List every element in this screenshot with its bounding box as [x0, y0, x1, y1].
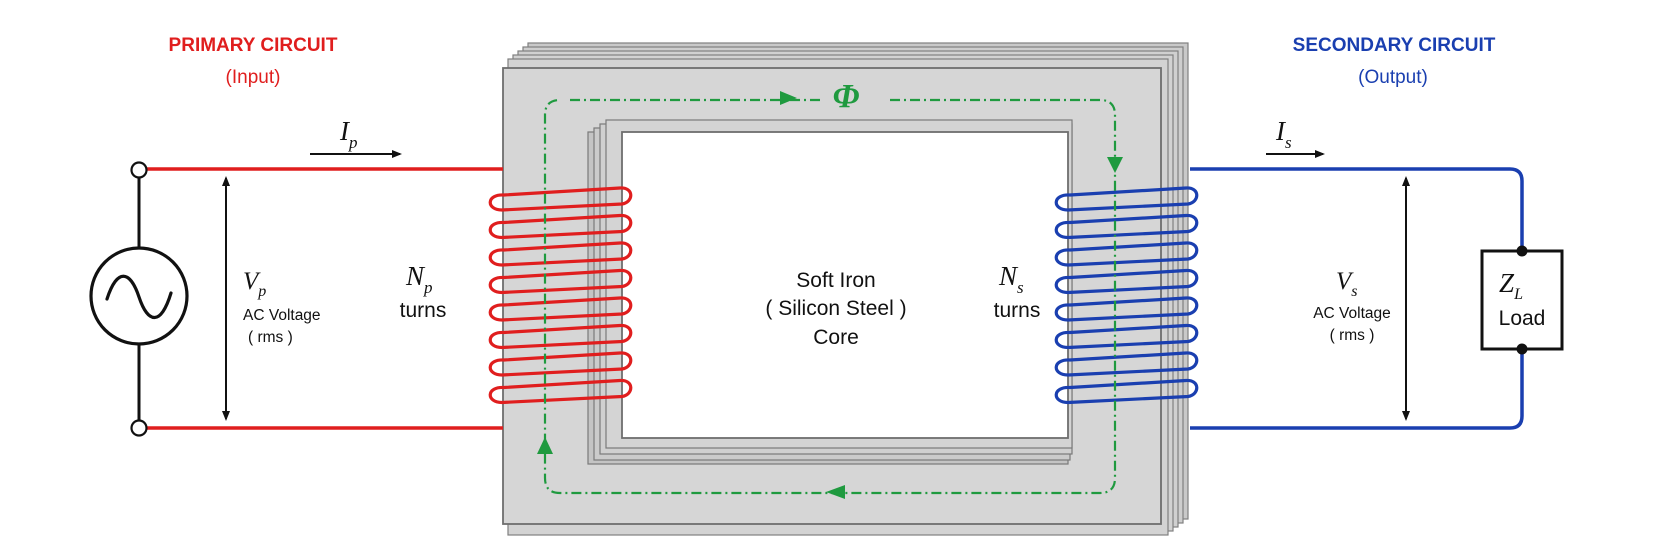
secondary-voltage-label: AC Voltage — [1313, 305, 1391, 322]
load-label: Load — [1499, 307, 1546, 330]
secondary-voltage-symbol: Vs — [1336, 268, 1358, 300]
flux-loop — [543, 98, 1117, 495]
core-window — [587, 119, 1073, 465]
flux-arrow-bottom — [826, 485, 845, 499]
secondary-coil-turn — [1054, 213, 1199, 240]
primary-coil-turn — [488, 241, 633, 267]
iron-core — [502, 42, 1189, 536]
load-symbol: ZL — [1499, 268, 1523, 303]
flux-path: Φ — [537, 78, 1123, 499]
secondary-coil-turn — [1054, 241, 1199, 267]
primary-current-label: Ip — [339, 116, 358, 152]
core-label-line3: Core — [813, 326, 859, 349]
ac-source-icon — [89, 246, 189, 346]
primary-voltage-note: ( rms ) — [248, 329, 293, 346]
primary-coil-turn — [488, 186, 633, 212]
secondary-circuit — [1190, 150, 1564, 430]
secondary-coil-turn — [1054, 296, 1199, 322]
load-bottom-node — [1516, 343, 1528, 355]
secondary-coil-turn — [1054, 378, 1199, 405]
primary-circuit-title: PRIMARY CIRCUIT — [169, 35, 338, 56]
primary-bottom-terminal — [130, 419, 148, 437]
secondary-circuit-subtitle: (Output) — [1358, 67, 1428, 88]
secondary-top-wire — [1190, 167, 1524, 251]
secondary-turns-label: turns — [994, 299, 1041, 322]
secondary-coil-turn — [1054, 186, 1199, 212]
secondary-voltage-note: ( rms ) — [1330, 327, 1375, 344]
load-top-node — [1516, 245, 1528, 257]
secondary-coil-turn — [1054, 268, 1199, 295]
secondary-coil-turn — [1054, 351, 1199, 377]
secondary-winding — [1054, 186, 1199, 405]
core-label-line2: ( Silicon Steel ) — [765, 297, 906, 320]
primary-voltage-symbol: Vp — [243, 268, 266, 300]
primary-winding — [488, 186, 633, 405]
secondary-turns-symbol: Ns — [998, 261, 1024, 297]
load-box — [1480, 249, 1564, 351]
primary-coil-turn — [488, 296, 633, 322]
primary-turns-label: turns — [400, 299, 447, 322]
secondary-bottom-wire — [1190, 349, 1524, 430]
primary-top-terminal — [130, 161, 148, 179]
core-label-line1: Soft Iron — [796, 269, 875, 292]
primary-coil-turn — [488, 378, 633, 405]
primary-turns-symbol: Np — [405, 261, 433, 297]
flux-arrow-right — [1107, 157, 1123, 173]
secondary-coil-turn — [1054, 323, 1199, 350]
flux-arrow-top — [780, 91, 797, 105]
primary-voltage-label: AC Voltage — [243, 307, 321, 324]
primary-circuit — [89, 150, 503, 437]
primary-coil-turn — [488, 323, 633, 350]
flux-symbol: Φ — [833, 78, 860, 115]
primary-circuit-subtitle: (Input) — [226, 67, 281, 88]
secondary-circuit-title: SECONDARY CIRCUIT — [1293, 35, 1496, 56]
primary-coil-turn — [488, 213, 633, 240]
primary-coil-turn — [488, 268, 633, 295]
flux-arrow-left — [537, 437, 553, 454]
primary-coil-turn — [488, 351, 633, 377]
secondary-current-label: Is — [1275, 116, 1292, 152]
